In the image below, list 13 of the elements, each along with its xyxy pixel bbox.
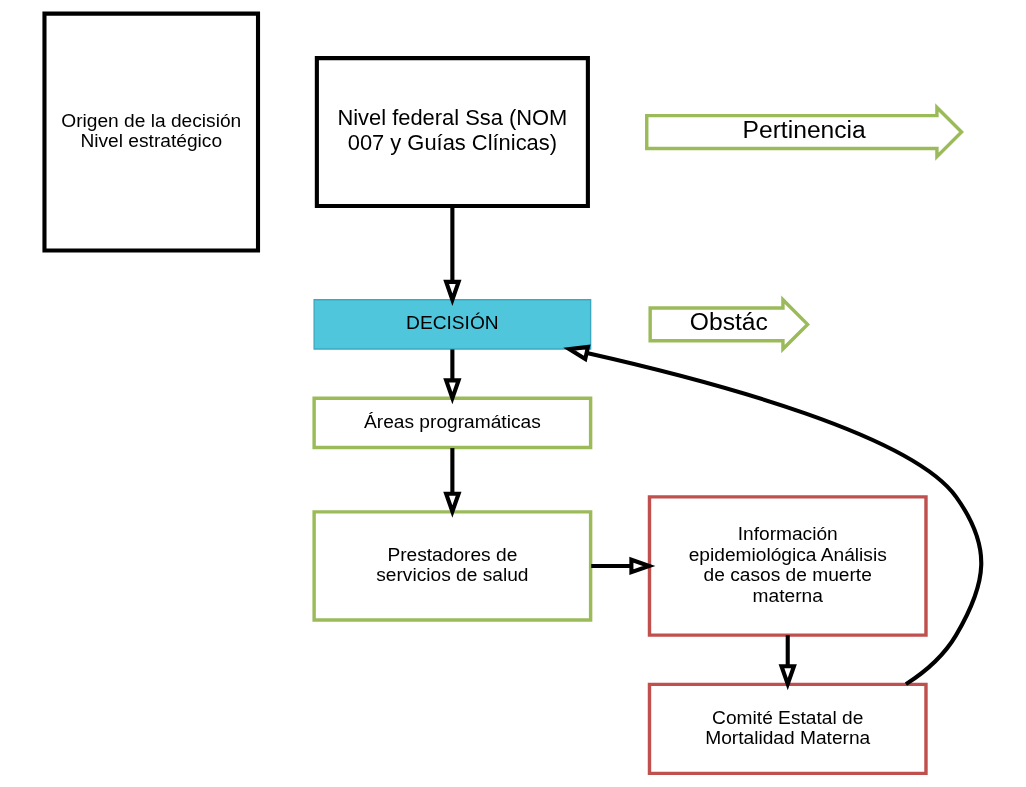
arrow (563, 344, 984, 686)
node-box: Nivel federal Ssa (NOM 007 y Guías Clínicas) (314, 56, 590, 209)
arrow (443, 448, 462, 518)
arrow (443, 206, 462, 306)
node-box: Información epidemiológica Análisis de casos de muerte materna (647, 495, 928, 637)
node-box: Origen de la decisión Nivel estratégico (42, 11, 261, 253)
arrow (591, 556, 656, 576)
node-box: Comité Estatal de Mortalidad Materna (647, 682, 928, 776)
node-box: DECISIÓN (313, 299, 592, 350)
node-box: Prestadores de servicios de salud (312, 510, 593, 622)
node-box: Áreas programáticas (312, 396, 593, 450)
arrow (778, 635, 797, 691)
arrow (443, 349, 462, 405)
